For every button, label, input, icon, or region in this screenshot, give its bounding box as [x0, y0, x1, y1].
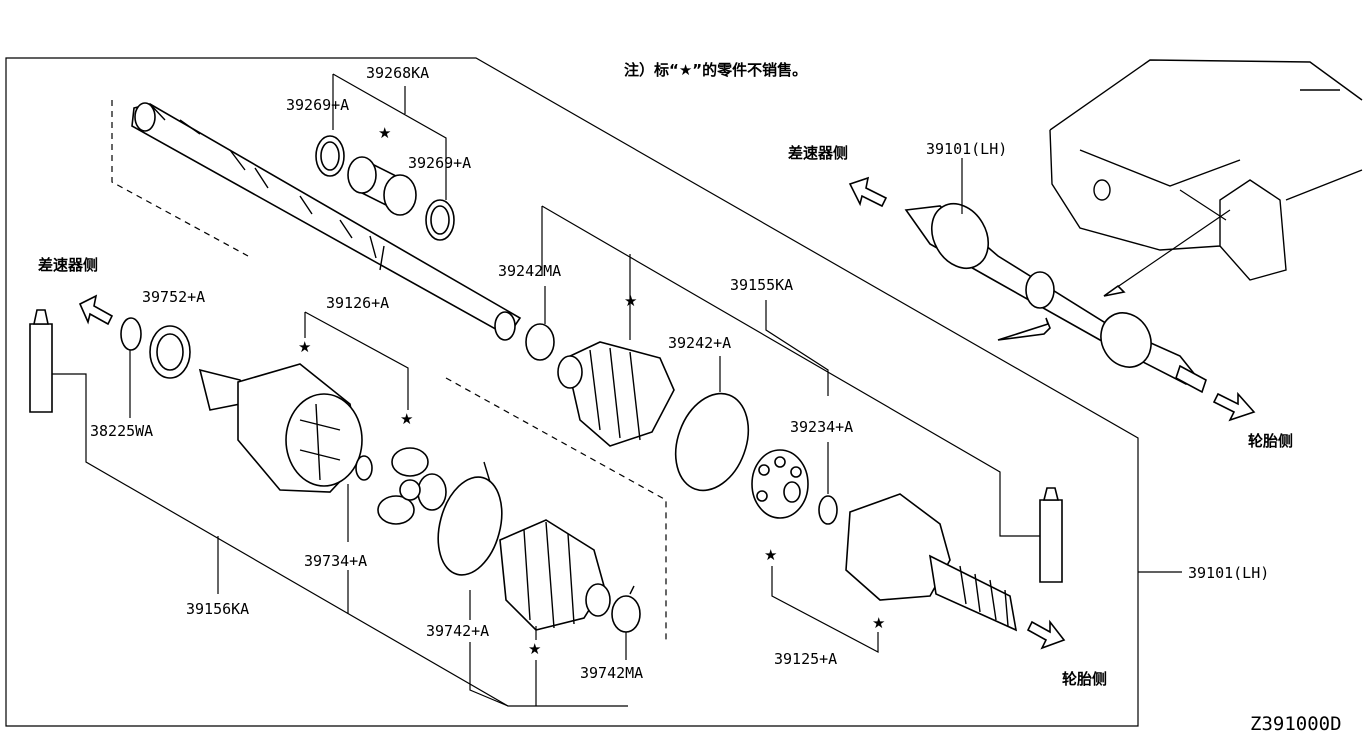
snap-ring-39734A	[355, 455, 373, 481]
tripod-spider	[377, 447, 447, 525]
bracket-39156KA	[52, 373, 628, 707]
band-39742A	[437, 476, 503, 576]
lower-group-dash	[445, 377, 667, 640]
label-39101LH-top: 39101(LH)	[926, 140, 1007, 158]
drive-shaft	[131, 102, 522, 341]
shaft-outline-dash	[111, 100, 249, 257]
vehicle-overview	[1049, 59, 1363, 297]
band-39742MA-tab	[629, 585, 635, 595]
shaft-overview	[904, 203, 1207, 394]
label-39242A: 39242+A	[668, 334, 731, 352]
label-39234A: 39234+A	[790, 418, 853, 436]
inner-joint-housing	[198, 363, 363, 493]
arrow-diff-left	[78, 294, 114, 326]
star-39742: ★	[528, 640, 541, 658]
band-39742A-tab	[483, 461, 491, 483]
band-39242MA	[525, 323, 555, 361]
arrow-wheel-bottom	[1026, 619, 1066, 650]
star-39126A-housing: ★	[298, 338, 311, 356]
label-diff-side-top: 差速器侧	[788, 144, 848, 162]
label-39734A: 39734+A	[304, 552, 367, 570]
label-39242MA: 39242MA	[498, 262, 561, 280]
boot-outer	[557, 341, 675, 447]
label-39268KA: 39268KA	[366, 64, 429, 82]
bracket-39126A	[304, 311, 409, 410]
not-sold-note: 注）标“★”的零件不销售。	[624, 61, 807, 79]
grease-tube-right	[1039, 487, 1063, 583]
label-39752A: 39752+A	[142, 288, 205, 306]
label-39742A: 39742+A	[426, 622, 489, 640]
label-diff-side-left: 差速器侧	[38, 256, 98, 274]
bracket-39155KA	[541, 205, 1040, 537]
arrow-wheel-top	[1212, 391, 1256, 422]
band-39242A	[674, 392, 750, 492]
snap-ring-38225WA	[120, 317, 142, 351]
boot-inner	[499, 519, 611, 631]
label-39269A-2: 39269+A	[408, 154, 471, 172]
label-39125A: 39125+A	[774, 650, 837, 668]
label-39101LH-right: 39101(LH)	[1188, 564, 1269, 582]
star-39125A-housing: ★	[872, 614, 885, 632]
star-39125A-cage: ★	[764, 546, 777, 564]
star-39155KA: ★	[624, 292, 637, 310]
label-wheel-side-bottom: 轮胎侧	[1062, 670, 1107, 688]
diagram-frame	[5, 57, 1139, 727]
grease-tube-left	[29, 309, 53, 413]
label-39742MA: 39742MA	[580, 664, 643, 682]
star-39126A-spider: ★	[400, 410, 413, 428]
label-39269A-1: 39269+A	[286, 96, 349, 114]
arrow-diff-top	[848, 176, 888, 208]
bracket-39125A	[771, 566, 879, 653]
bracket-39268KA	[332, 73, 447, 200]
bracket-39742	[469, 590, 537, 707]
label-38225WA: 38225WA	[90, 422, 153, 440]
oil-seal-39752A	[149, 325, 191, 379]
snap-ring-39234A	[818, 495, 838, 525]
label-39155KA: 39155KA	[730, 276, 793, 294]
label-39156KA: 39156KA	[186, 600, 249, 618]
cage-39234A	[751, 449, 809, 519]
label-wheel-side-top: 轮胎侧	[1248, 432, 1293, 450]
band-39742MA	[611, 595, 641, 633]
star-39268KA: ★	[378, 124, 391, 142]
outer-joint-housing	[845, 493, 1018, 632]
label-39126A: 39126+A	[326, 294, 389, 312]
arrow-overview	[997, 317, 1051, 341]
diagram-code: Z391000D	[1250, 713, 1342, 735]
boot-top-group	[315, 135, 455, 241]
